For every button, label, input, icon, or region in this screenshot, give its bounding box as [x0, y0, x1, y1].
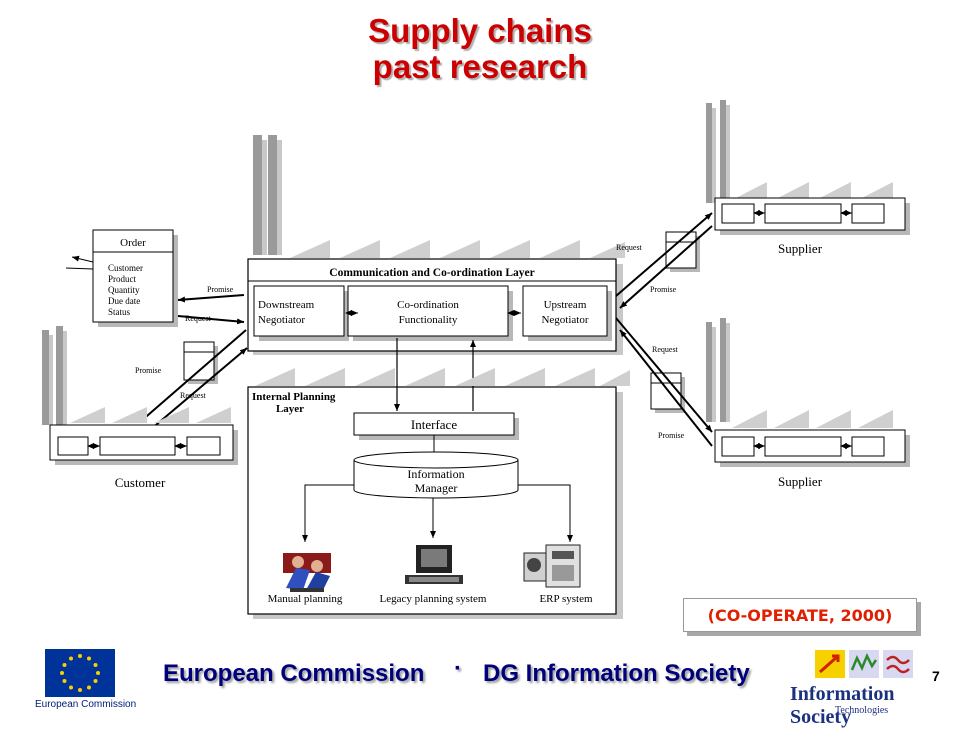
interface-label: Interface [411, 417, 457, 432]
upstream-label-2: Negotiator [541, 314, 588, 326]
system-label-manual: Manual planning [268, 593, 343, 605]
info-manager-label-1: Information [407, 467, 464, 481]
ec-logo-label: European Commission [35, 699, 137, 710]
ist-logo-sublabel: Technologies [835, 705, 889, 716]
system-label-erp: ERP system [539, 593, 593, 605]
planning-layer-roof [255, 368, 630, 386]
slide-title-line1: Supply chains [368, 12, 592, 49]
customer-comm-arrows: Promise Request [135, 329, 248, 431]
system-label-legacy: Legacy planning system [380, 593, 487, 605]
order-title: Order [120, 237, 146, 249]
order-field-status: Status [108, 307, 131, 317]
supplier-top-factory: Supplier [706, 100, 910, 256]
supplier-comm-arrows: Request Promise Request Promise [615, 212, 713, 447]
central-factory-chimneys [253, 135, 282, 255]
order-document: Order Customer Product Quantity Due date… [65, 229, 178, 327]
customer-factory: Customer [42, 326, 238, 490]
order-comm-arrows: Promise Request [177, 285, 245, 325]
planning-title-2: Layer [276, 403, 304, 415]
supplier-bottom-factory: Supplier [706, 318, 910, 489]
footer-dg-information-society: DG Information Society [483, 660, 750, 687]
customer-label: Customer [115, 475, 166, 490]
label-request-3: Request [616, 243, 643, 252]
supplier-bottom-label: Supplier [778, 474, 823, 489]
order-field-product: Product [108, 274, 136, 284]
label-promise-4: Promise [658, 431, 685, 440]
order-field-quantity: Quantity [108, 285, 140, 295]
coordination-label-2: Functionality [399, 314, 458, 326]
legacy-computer-icon [405, 545, 463, 584]
downstream-label-1: Downstream [258, 299, 315, 311]
label-promise-2: Promise [135, 366, 162, 375]
page-number: 7 [932, 668, 940, 684]
label-request-2: Request [180, 391, 207, 400]
footer-european-commission: European Commission [163, 660, 425, 687]
label-request-4: Request [652, 345, 679, 354]
footer-separator: · [454, 655, 462, 682]
downstream-label-2: Negotiator [258, 314, 305, 326]
upstream-label-1: Upstream [544, 299, 587, 311]
citation-box: (CO-OPERATE, 2000) [683, 598, 917, 632]
erp-system-icon [523, 544, 581, 588]
eu-flag-logo [45, 649, 115, 697]
info-manager-label-2: Manager [415, 481, 458, 495]
comm-layer-title: Communication and Co-ordination Layer [329, 267, 534, 279]
comm-layer: Communication and Co-ordination Layer Do… [247, 258, 623, 355]
coordination-label-1: Co-ordination [397, 299, 459, 311]
manual-planning-icon [283, 553, 331, 592]
label-promise-3: Promise [650, 285, 677, 294]
label-request-1: Request [185, 314, 212, 323]
planning-title-1: Internal Planning [252, 391, 336, 403]
order-field-due-date: Due date [108, 296, 140, 306]
planning-layer: Internal Planning Layer Interface Inform… [247, 338, 623, 619]
order-field-customer: Customer [108, 263, 143, 273]
label-promise-1: Promise [207, 285, 234, 294]
slide-title-line2: past research [372, 48, 588, 85]
supplier-top-label: Supplier [778, 241, 823, 256]
ist-logo [815, 650, 913, 678]
central-factory-roof [290, 240, 625, 258]
